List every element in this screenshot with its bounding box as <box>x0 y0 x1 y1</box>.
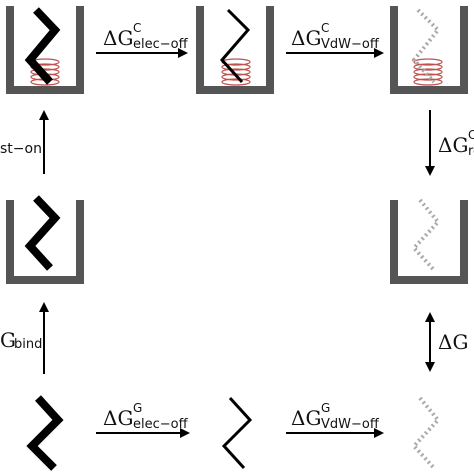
ligand-uncharged-top-middle <box>219 8 251 84</box>
label-left-arrow-top: st−on <box>0 141 42 157</box>
cup-top-right <box>390 6 468 94</box>
cup-middle-right <box>390 200 468 284</box>
label-left-arrow-bottom: G bind <box>0 328 43 352</box>
ligand-full-middle-left <box>24 195 61 271</box>
label-right-arrow-top: ΔG C re <box>438 128 474 159</box>
cup-top-middle <box>196 6 274 94</box>
ligand-ghost-top-right <box>411 8 441 84</box>
cup-top-left <box>6 6 84 94</box>
label-top-arrow-1: ΔG C elec−off <box>103 21 188 52</box>
label-right-arrow-bottom: ΔG = <box>438 330 474 354</box>
ligand-full-top-left <box>24 7 61 85</box>
label-top-arrow-2: ΔG C VdW−off <box>291 21 379 52</box>
ligand-uncharged-bottom-middle <box>221 396 253 470</box>
label-bottom-arrow-2: ΔG G VdW−off <box>291 401 379 432</box>
ligand-ghost-bottom-right <box>411 396 441 470</box>
cup-middle-left <box>6 200 84 284</box>
ligand-full-bottom-left <box>26 395 64 471</box>
ligand-ghost-middle-right <box>411 198 441 272</box>
label-bottom-arrow-1: ΔG G elec−off <box>103 401 188 432</box>
